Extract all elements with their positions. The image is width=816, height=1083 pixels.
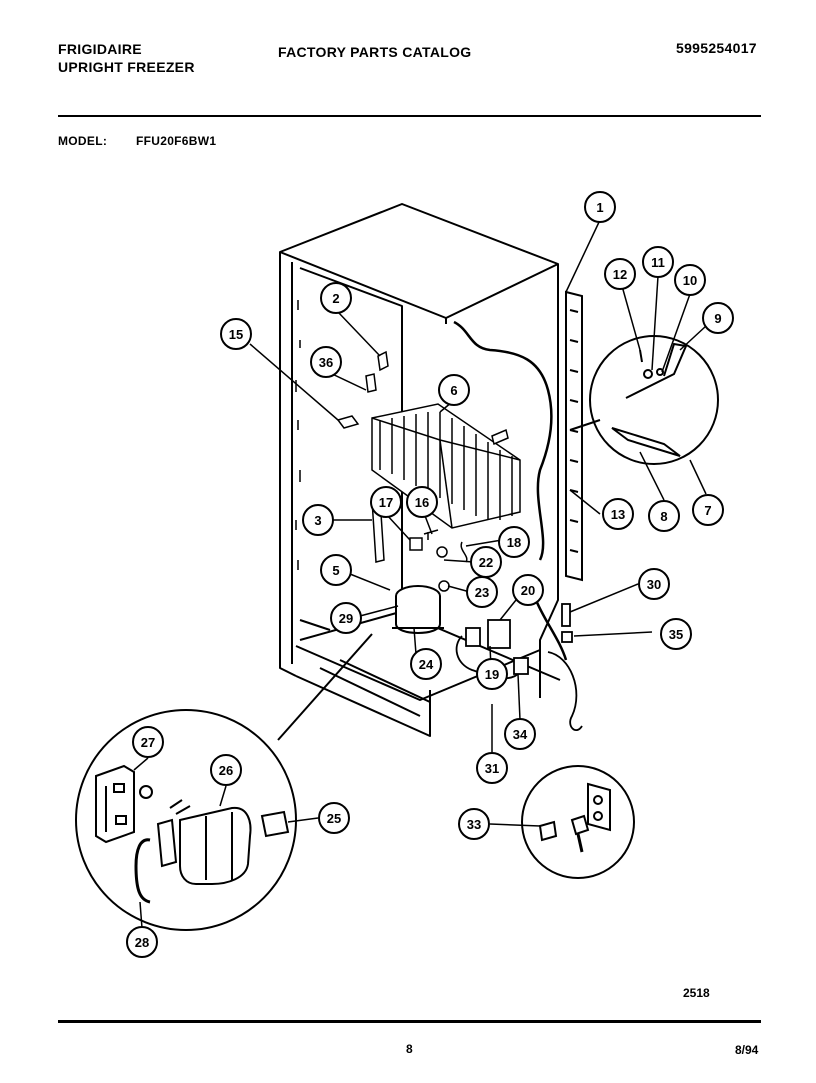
figure-number: 2518 — [683, 986, 710, 1000]
evaporator-tubing — [453, 320, 568, 661]
callout-20: 20 — [512, 574, 544, 606]
product-type: UPRIGHT FREEZER — [58, 59, 195, 75]
small-hardware — [336, 350, 509, 592]
condenser-coil — [565, 290, 583, 582]
svg-text:16: 16 — [415, 495, 429, 510]
svg-text:8: 8 — [660, 509, 667, 524]
svg-text:6: 6 — [450, 383, 457, 398]
header-divider — [58, 115, 761, 117]
svg-text:10: 10 — [683, 273, 697, 288]
callout-33: 33 — [458, 808, 490, 840]
callout-29: 29 — [330, 602, 362, 634]
callout-36: 36 — [310, 346, 342, 378]
callout-13: 13 — [602, 498, 634, 530]
callout-9: 9 — [702, 302, 734, 334]
svg-text:15: 15 — [229, 327, 243, 342]
svg-text:2: 2 — [332, 291, 339, 306]
callout-19: 19 — [476, 658, 508, 690]
callout-15: 15 — [220, 318, 252, 350]
footer-divider — [58, 1020, 761, 1023]
callout-23: 23 — [466, 576, 498, 608]
brand-name: FRIGIDAIRE — [58, 41, 142, 57]
callout-5: 5 — [320, 554, 352, 586]
svg-text:9: 9 — [714, 311, 721, 326]
svg-text:25: 25 — [327, 811, 341, 826]
catalog-number: 5995254017 — [676, 40, 757, 56]
callout-28: 28 — [126, 926, 158, 958]
callout-18: 18 — [498, 526, 530, 558]
compressor — [392, 585, 444, 634]
svg-text:22: 22 — [479, 555, 493, 570]
catalog-title: FACTORY PARTS CATALOG — [278, 44, 472, 60]
svg-text:11: 11 — [651, 255, 665, 270]
outlet-detail-circle — [521, 765, 635, 879]
svg-text:23: 23 — [475, 585, 489, 600]
freezer-cabinet — [279, 203, 561, 737]
revision-date: 8/94 — [735, 1043, 759, 1057]
callout-16: 16 — [406, 486, 438, 518]
svg-text:19: 19 — [485, 667, 499, 682]
callout-1: 1 — [584, 191, 616, 223]
svg-text:27: 27 — [141, 735, 155, 750]
svg-text:26: 26 — [219, 763, 233, 778]
svg-text:12: 12 — [613, 267, 627, 282]
callout-7: 7 — [692, 494, 724, 526]
svg-text:33: 33 — [467, 817, 481, 832]
callout-12: 12 — [604, 258, 636, 290]
callout-27: 27 — [132, 726, 164, 758]
model-label: MODEL: — [58, 134, 108, 148]
svg-text:36: 36 — [319, 355, 333, 370]
svg-text:35: 35 — [669, 627, 683, 642]
callout-22: 22 — [470, 546, 502, 578]
svg-text:24: 24 — [419, 657, 434, 672]
svg-text:17: 17 — [379, 495, 393, 510]
page-number: 8 — [406, 1042, 413, 1056]
svg-text:3: 3 — [314, 513, 321, 528]
svg-text:1: 1 — [596, 200, 603, 215]
svg-text:20: 20 — [521, 583, 535, 598]
callout-labels: 1 2 3 5 6 7 8 9 10 11 12 13 15 16 17 18 … — [126, 191, 734, 958]
callout-8: 8 — [648, 500, 680, 532]
svg-text:28: 28 — [135, 935, 149, 950]
callout-10: 10 — [674, 264, 706, 296]
callout-3: 3 — [302, 504, 334, 536]
evaporator-heater-assembly — [371, 403, 521, 529]
callout-31: 31 — [476, 752, 508, 784]
svg-text:31: 31 — [485, 761, 499, 776]
svg-text:30: 30 — [647, 577, 661, 592]
callout-6: 6 — [438, 374, 470, 406]
callout-26: 26 — [210, 754, 242, 786]
callout-30: 30 — [638, 568, 670, 600]
svg-text:7: 7 — [704, 503, 711, 518]
compressor-detail-circle — [75, 633, 373, 931]
callout-25: 25 — [318, 802, 350, 834]
svg-text:5: 5 — [332, 563, 339, 578]
callout-17: 17 — [370, 486, 402, 518]
relay-and-wiring — [455, 603, 583, 731]
callout-35: 35 — [660, 618, 692, 650]
callout-11: 11 — [642, 246, 674, 278]
svg-text:29: 29 — [339, 611, 353, 626]
svg-text:18: 18 — [507, 535, 521, 550]
svg-text:13: 13 — [611, 507, 625, 522]
svg-text:34: 34 — [513, 727, 528, 742]
callout-2: 2 — [320, 282, 352, 314]
callout-34: 34 — [504, 718, 536, 750]
model-number: FFU20F6BW1 — [136, 134, 217, 148]
bracket-detail-circle — [569, 335, 719, 465]
callout-24: 24 — [410, 648, 442, 680]
